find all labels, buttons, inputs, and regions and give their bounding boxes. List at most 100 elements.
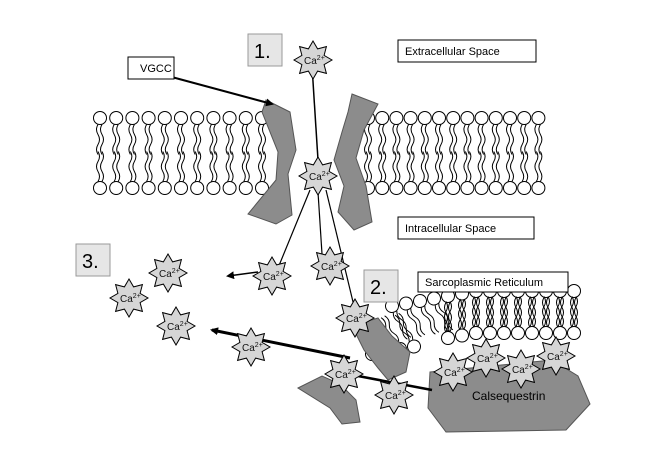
extracellular-label: Extracellular Space <box>405 46 500 58</box>
phospholipid-inner <box>403 151 418 195</box>
ion-pathways <box>167 65 433 392</box>
phospholipid-inner <box>157 151 172 195</box>
sr-phospholipid-inner <box>525 296 539 340</box>
phospholipid-inner <box>517 151 532 195</box>
calcium-ions: Ca2+Ca2+Ca2+Ca2+Ca2+Ca2+Ca2+Ca2+Ca2+Ca2+… <box>109 40 576 415</box>
intracellular-label: Intracellular Space <box>405 223 496 235</box>
calcium-ion: Ca2+ <box>293 40 333 80</box>
calcium-ion: Ca2+ <box>298 156 338 196</box>
sarcoplasmic-label-box: Sarcoplasmic Reticulum <box>417 271 569 293</box>
calsequestrin-label: Calsequestrin <box>472 389 545 403</box>
phospholipid-outer <box>174 111 188 155</box>
phospholipid-outer <box>190 111 205 155</box>
phospholipid-outer <box>460 111 475 155</box>
extracellular-label-box: Extracellular Space <box>397 39 537 63</box>
phospholipid-inner <box>375 151 390 195</box>
step-3-box: 3. <box>75 243 111 277</box>
sr-phospholipid-inner <box>553 296 567 340</box>
phospholipid-outer <box>446 111 461 155</box>
calcium-ion: Ca2+ <box>536 336 576 376</box>
phospholipid-inner <box>474 151 489 195</box>
phospholipid-inner <box>141 151 156 195</box>
phospholipid-inner <box>460 151 475 195</box>
phospholipid-outer <box>403 111 418 155</box>
step-2-box: 2. <box>363 269 399 303</box>
phospholipid-outer <box>157 111 172 155</box>
phospholipid-outer <box>238 111 253 155</box>
calcium-ion: Ca2+ <box>109 278 149 318</box>
calcium-ion: Ca2+ <box>501 349 541 389</box>
calcium-ion: Ca2+ <box>231 327 271 367</box>
phospholipid-inner <box>488 151 503 195</box>
phospholipid-outer <box>93 111 107 155</box>
diffuse-right-line <box>325 189 355 307</box>
phospholipid-inner <box>222 151 237 195</box>
phospholipid-inner <box>206 151 221 195</box>
phospholipid-inner <box>190 151 205 195</box>
phospholipid-outer <box>488 111 503 155</box>
phospholipid-inner <box>432 151 446 195</box>
phospholipid-inner <box>109 151 124 195</box>
sr-phospholipid-inner <box>539 296 553 340</box>
diffuse-left-line <box>277 189 311 269</box>
phospholipid-inner <box>93 151 107 195</box>
phospholipid-outer <box>474 111 489 155</box>
vgcc-label-box: VGCC <box>127 56 175 80</box>
phospholipid-inner <box>174 151 188 195</box>
sr-phospholipid-inner <box>455 298 469 343</box>
vgcc-left-subunit <box>247 99 297 225</box>
calcium-ion: Ca2+ <box>374 375 414 415</box>
intracellular-label-box: Intracellular Space <box>397 216 535 240</box>
sr-phospholipid-inner <box>511 296 525 340</box>
phospholipid-inner <box>417 151 432 195</box>
phospholipid-outer <box>503 111 517 155</box>
vgcc-right-subunit <box>333 93 379 231</box>
sr-phospholipid-outer <box>567 284 581 328</box>
sr-phospholipid-outer <box>455 286 469 331</box>
phospholipid-outer <box>125 111 140 155</box>
release-arrow <box>210 327 351 360</box>
phospholipid-outer <box>222 111 237 155</box>
step-1-box: 1. <box>247 33 283 67</box>
calcium-ion: Ca2+ <box>148 253 188 293</box>
protein-fragment-left <box>296 375 361 425</box>
phospholipid-outer <box>417 111 432 155</box>
phospholipid-outer <box>517 111 532 155</box>
sr-phospholipid-inner <box>497 296 511 340</box>
phospholipid-inner <box>531 151 546 195</box>
influx-line <box>311 65 319 161</box>
phospholipid-outer <box>141 111 156 155</box>
calcium-ion: Ca2+ <box>252 256 292 296</box>
phospholipid-outer <box>109 111 124 155</box>
sr-phospholipid-inner <box>567 296 581 340</box>
step-1-label: 1. <box>254 41 271 63</box>
sr-phospholipid-inner <box>469 296 483 340</box>
sr-phospholipid-inner <box>483 296 497 340</box>
to-cytosol-arrow <box>226 271 259 280</box>
calcium-ion: Ca2+ <box>466 338 506 378</box>
phospholipid-inner <box>446 151 461 195</box>
phospholipid-inner <box>238 151 253 195</box>
phospholipid-outer <box>206 111 221 155</box>
phospholipid-outer <box>375 111 390 155</box>
calcium-ion: Ca2+ <box>433 352 473 392</box>
phospholipid-outer <box>389 111 404 155</box>
calcium-ion: Ca2+ <box>324 354 364 394</box>
vgcc-label: VGCC <box>140 63 172 75</box>
step-2-label: 2. <box>370 277 387 299</box>
phospholipid-outer <box>432 111 446 155</box>
phospholipid-inner <box>503 151 517 195</box>
calcium-ion: Ca2+ <box>156 306 196 346</box>
sarcoplasmic-label: Sarcoplasmic Reticulum <box>425 277 543 289</box>
phospholipid-inner <box>125 151 140 195</box>
diffuse-mid-line <box>317 191 323 255</box>
phospholipid-outer <box>531 111 546 155</box>
calcium-ion: Ca2+ <box>335 298 375 338</box>
calcium-ion: Ca2+ <box>310 246 350 286</box>
phospholipid-inner <box>255 151 269 195</box>
sr-phospholipid-outer <box>441 289 455 333</box>
vgcc-arrow <box>167 75 274 107</box>
sr-channel-protein <box>351 317 411 381</box>
phospholipid-inner <box>389 151 404 195</box>
